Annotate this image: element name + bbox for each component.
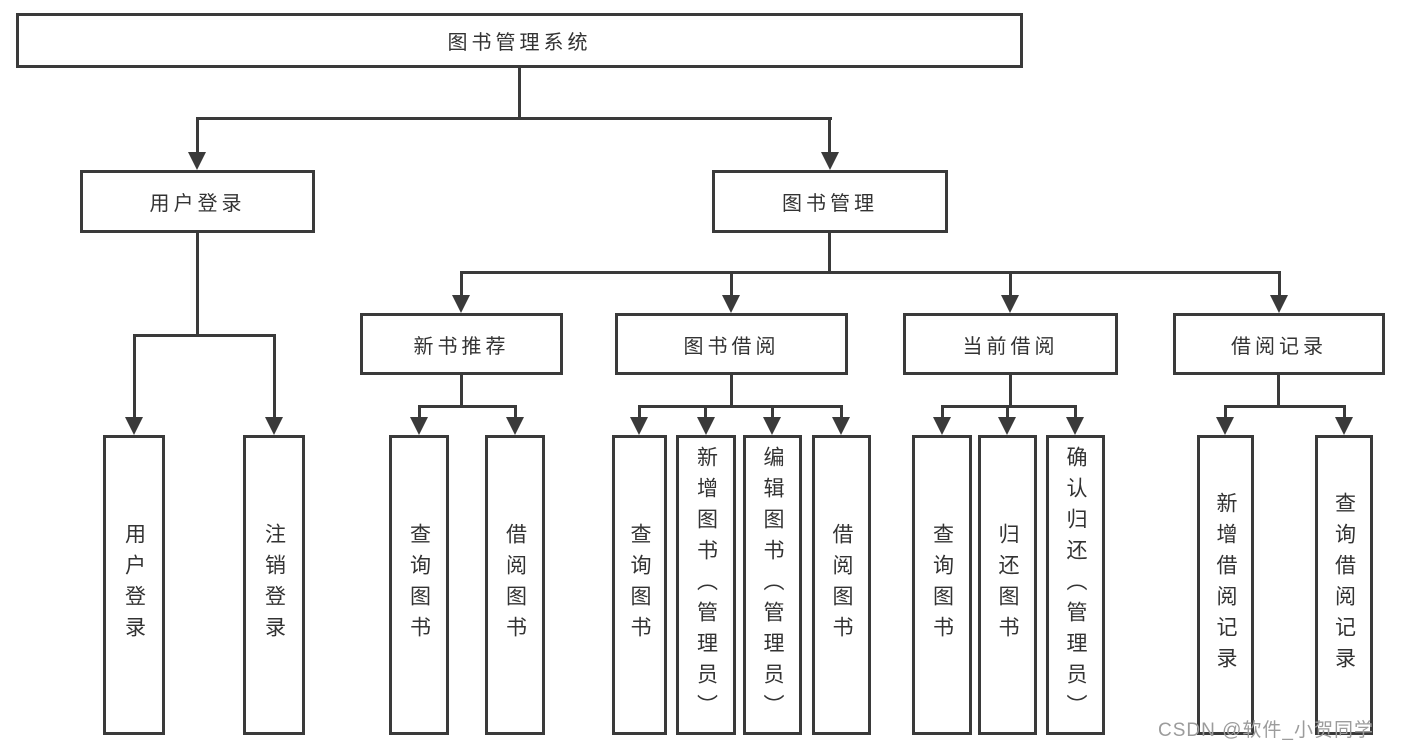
arrowhead-down-icon	[1216, 417, 1234, 435]
connector-line	[1074, 405, 1077, 419]
leaf-query-books-recommend: 查询图书	[389, 435, 449, 735]
connector-line	[1343, 405, 1346, 419]
node-label: 用户登录	[149, 193, 246, 215]
connector-line	[1009, 375, 1012, 407]
leaf-edit-books-admin: 编辑图书（管理员）	[743, 435, 802, 735]
arrowhead-down-icon	[125, 417, 143, 435]
node-label: 编辑图书（管理员）	[761, 445, 785, 725]
connector-line	[840, 405, 843, 419]
arrowhead-down-icon	[506, 417, 524, 435]
connector-line	[418, 405, 517, 408]
arrowhead-down-icon	[821, 152, 839, 170]
connector-line	[460, 271, 1281, 274]
connector-line	[941, 405, 944, 419]
leaf-add-borrow-record: 新增借阅记录	[1197, 435, 1254, 735]
connector-line	[638, 405, 843, 408]
connector-line	[460, 375, 463, 407]
connector-line	[418, 405, 421, 419]
arrowhead-down-icon	[832, 417, 850, 435]
leaf-logout: 注销登录	[243, 435, 305, 735]
node-label: 新增借阅记录	[1214, 492, 1238, 678]
connector-line	[730, 271, 733, 297]
connector-line	[704, 405, 707, 419]
node-label: 注销登录	[262, 523, 286, 647]
arrowhead-down-icon	[410, 417, 428, 435]
connector-line	[1277, 375, 1280, 407]
node-label: 借阅图书	[830, 523, 854, 647]
connector-line	[828, 233, 831, 273]
connector-line	[1009, 271, 1012, 297]
node-label: 查询借阅记录	[1332, 492, 1356, 678]
node-new-book-recommendation: 新书推荐	[360, 313, 563, 375]
leaf-return-books: 归还图书	[978, 435, 1037, 735]
arrowhead-down-icon	[452, 295, 470, 313]
node-label: 图书管理	[782, 193, 878, 215]
connector-line	[196, 117, 832, 120]
connector-line	[133, 334, 276, 337]
connector-line	[514, 405, 517, 419]
node-label: 图书管理系统	[447, 32, 592, 54]
leaf-query-books-current: 查询图书	[912, 435, 972, 735]
node-label: 新增图书（管理员）	[694, 445, 718, 725]
arrowhead-down-icon	[933, 417, 951, 435]
node-library-management-system: 图书管理系统	[16, 13, 1023, 68]
connector-line	[828, 117, 831, 153]
node-borrowing-records: 借阅记录	[1173, 313, 1385, 375]
node-label: 借阅图书	[503, 523, 527, 647]
node-label: 新书推荐	[413, 335, 510, 358]
connector-line	[638, 405, 641, 419]
arrowhead-down-icon	[188, 152, 206, 170]
leaf-borrow-books-recommend: 借阅图书	[485, 435, 545, 735]
node-label: 当前借阅	[962, 335, 1059, 358]
node-label: 借阅记录	[1231, 335, 1327, 358]
node-label: 归还图书	[996, 523, 1020, 647]
node-current-borrowing: 当前借阅	[903, 313, 1118, 375]
csdn-watermark: CSDN @软件_小贺同学	[1158, 720, 1374, 741]
arrowhead-down-icon	[1335, 417, 1353, 435]
connector-line	[1006, 405, 1009, 419]
node-label: 确认归还（管理员）	[1064, 445, 1088, 725]
leaf-add-books-admin: 新增图书（管理员）	[676, 435, 736, 735]
leaf-query-borrow-record: 查询借阅记录	[1315, 435, 1373, 735]
arrowhead-down-icon	[763, 417, 781, 435]
leaf-user-login: 用户登录	[103, 435, 165, 735]
arrowhead-down-icon	[722, 295, 740, 313]
connector-line	[133, 334, 136, 417]
connector-line	[273, 334, 276, 417]
arrowhead-down-icon	[1066, 417, 1084, 435]
node-book-management: 图书管理	[712, 170, 948, 233]
connector-line	[196, 233, 199, 336]
leaf-query-books-borrowing: 查询图书	[612, 435, 667, 735]
connector-line	[771, 405, 774, 419]
connector-line	[518, 68, 521, 118]
node-label: 查询图书	[930, 523, 954, 647]
connector-line	[196, 117, 199, 153]
connector-line	[730, 375, 733, 407]
arrowhead-down-icon	[697, 417, 715, 435]
connector-line	[1278, 271, 1281, 297]
node-label: 查询图书	[628, 523, 652, 647]
arrowhead-down-icon	[998, 417, 1016, 435]
leaf-borrow-books: 借阅图书	[812, 435, 871, 735]
node-label: 查询图书	[407, 523, 431, 647]
connector-line	[460, 271, 463, 297]
arrowhead-down-icon	[630, 417, 648, 435]
arrowhead-down-icon	[1001, 295, 1019, 313]
arrowhead-down-icon	[265, 417, 283, 435]
node-book-borrowing: 图书借阅	[615, 313, 848, 375]
node-user-login: 用户登录	[80, 170, 315, 233]
connector-line	[1224, 405, 1346, 408]
connector-line	[1224, 405, 1227, 419]
leaf-confirm-return-admin: 确认归还（管理员）	[1046, 435, 1105, 735]
node-label: 图书借阅	[683, 335, 780, 358]
node-label: 用户登录	[122, 523, 146, 647]
connector-line	[941, 405, 1077, 408]
arrowhead-down-icon	[1270, 295, 1288, 313]
